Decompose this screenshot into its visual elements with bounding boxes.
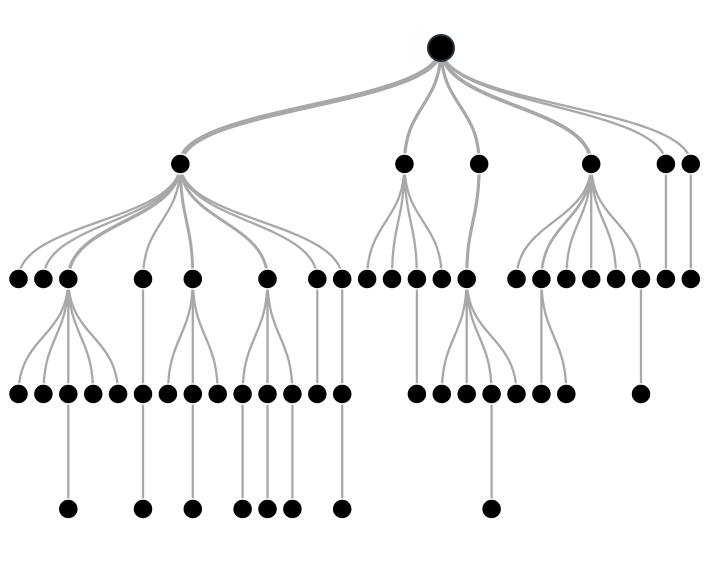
tree-node[interactable] (655, 268, 677, 290)
tree-link (241, 277, 269, 396)
tree-node[interactable] (57, 268, 80, 290)
tree-link (141, 162, 182, 281)
tree-node[interactable] (580, 268, 602, 290)
tree-link (439, 46, 481, 166)
tree-node[interactable] (530, 268, 553, 290)
tree-node[interactable] (57, 498, 80, 520)
tree-node[interactable] (132, 268, 154, 290)
tree-node[interactable] (256, 268, 279, 290)
tree-link (17, 162, 182, 281)
tree-node[interactable] (256, 498, 279, 520)
tree-node[interactable] (281, 498, 304, 520)
tree-link (42, 277, 70, 396)
tree-node[interactable] (331, 498, 353, 520)
tree-node[interactable] (455, 383, 478, 405)
tree-node[interactable] (406, 383, 428, 405)
tree-node[interactable] (169, 153, 192, 175)
tree-node[interactable] (555, 268, 578, 290)
tree-node[interactable] (480, 383, 503, 405)
tree-node[interactable] (480, 498, 503, 520)
tree-node[interactable] (605, 268, 627, 290)
links-layer (17, 45, 692, 511)
tree-link (439, 46, 594, 166)
tree-link (67, 277, 95, 396)
tree-node[interactable] (505, 383, 528, 405)
tree-node[interactable] (393, 153, 416, 175)
tree-link (191, 277, 219, 396)
tree-link (590, 162, 618, 281)
tree-node[interactable] (206, 383, 229, 405)
tree-node[interactable] (107, 383, 129, 405)
tree-node[interactable] (455, 268, 478, 290)
tree-link (439, 46, 668, 166)
tree-node[interactable] (431, 383, 453, 405)
tree-link (540, 277, 568, 396)
tree-node[interactable] (306, 383, 329, 405)
tree-node[interactable] (182, 383, 204, 405)
tree-link (439, 46, 692, 166)
tree-node[interactable] (505, 268, 528, 290)
tree-link (178, 162, 195, 281)
tree-link (590, 162, 643, 281)
tree-node[interactable] (431, 268, 453, 290)
tree-node[interactable] (7, 268, 30, 290)
tree-link (178, 162, 269, 281)
tree-node[interactable] (331, 383, 353, 405)
tree-node[interactable] (132, 498, 154, 520)
tree-node[interactable] (580, 153, 602, 175)
tree-node[interactable] (406, 268, 428, 290)
tree-link (403, 162, 443, 281)
tree-node[interactable] (555, 383, 578, 405)
tree-root-node[interactable] (427, 34, 455, 62)
tree-node[interactable] (680, 268, 702, 290)
tree-link (177, 45, 444, 167)
tree-link (465, 162, 481, 281)
tree-link (179, 162, 344, 281)
tree-link (179, 162, 319, 281)
tree-node[interactable] (306, 268, 329, 290)
tree-node[interactable] (281, 383, 304, 405)
tree-node[interactable] (468, 153, 490, 175)
tree-node[interactable] (231, 383, 254, 405)
tree-node[interactable] (57, 383, 80, 405)
tree-link (266, 277, 294, 396)
tree-node[interactable] (630, 268, 652, 290)
tree-node[interactable] (356, 268, 378, 290)
tree-node[interactable] (82, 383, 104, 405)
tree-node[interactable] (157, 383, 179, 405)
nodes-layer (7, 34, 702, 520)
tree-link (465, 277, 493, 396)
tree-node[interactable] (655, 153, 677, 175)
tree-node[interactable] (680, 153, 702, 175)
tree-node[interactable] (630, 383, 652, 405)
tree-link (42, 162, 182, 281)
tree-link (66, 162, 183, 281)
tree-node[interactable] (530, 383, 553, 405)
tree-link (440, 277, 468, 396)
tree-node[interactable] (182, 268, 204, 290)
tree-link (402, 46, 443, 166)
tree-link (465, 277, 518, 396)
tree-node[interactable] (132, 383, 154, 405)
tree-node[interactable] (32, 383, 55, 405)
tree-link (166, 277, 194, 396)
tree-node[interactable] (7, 383, 30, 405)
tree-node[interactable] (231, 498, 254, 520)
tree-node[interactable] (256, 383, 279, 405)
tree-node[interactable] (182, 498, 204, 520)
tree-node[interactable] (381, 268, 403, 290)
tree-node[interactable] (331, 268, 353, 290)
tree-link (67, 277, 120, 396)
tree-node[interactable] (32, 268, 55, 290)
